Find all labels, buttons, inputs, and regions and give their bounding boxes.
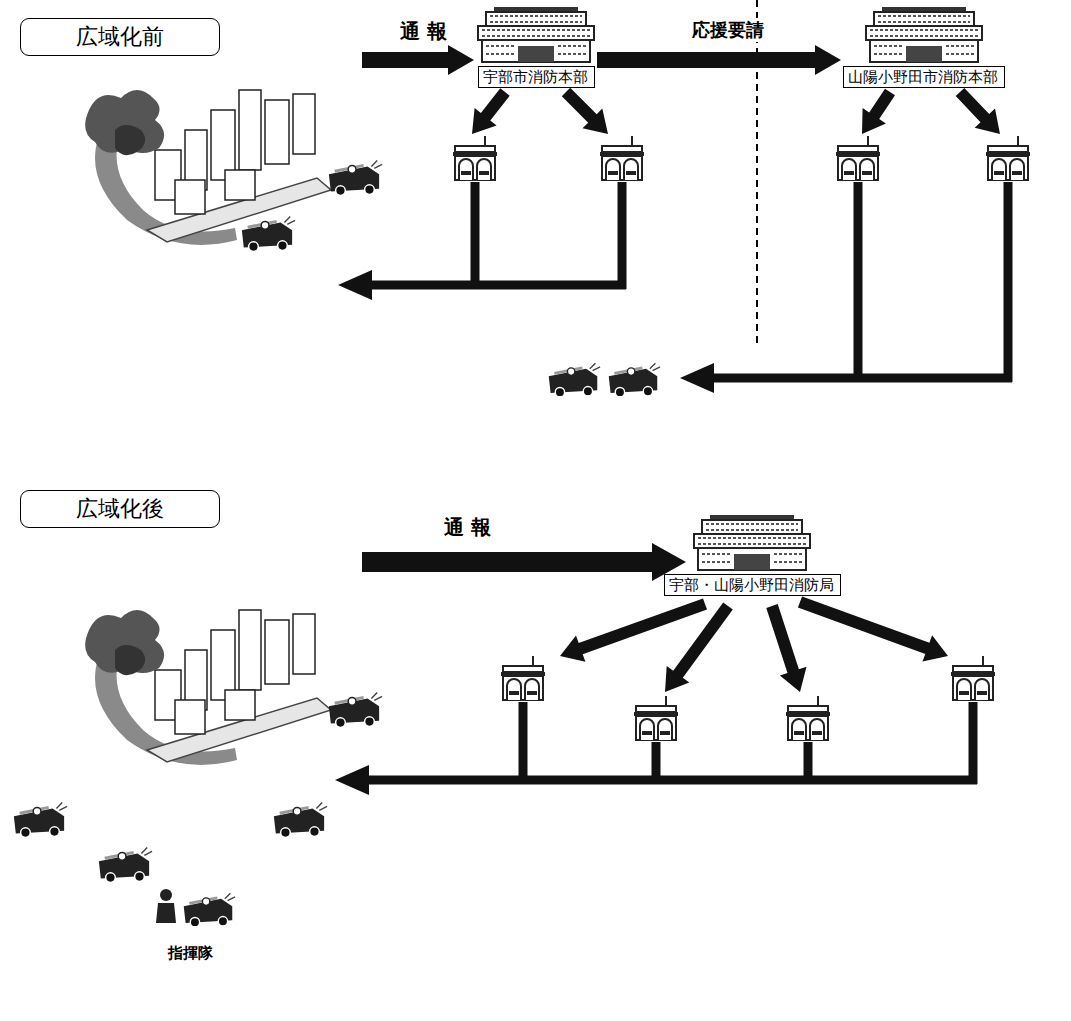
- response-arrow: [680, 363, 1012, 393]
- request-arrow: [597, 45, 841, 75]
- dispatch-arrow: [665, 603, 733, 693]
- dispatch-line: [854, 182, 863, 382]
- section-heading-box: 広域化前: [20, 18, 220, 56]
- station-icon: [786, 696, 830, 740]
- report-arrow: [362, 45, 474, 75]
- response-arrow: [335, 765, 977, 795]
- fire-truck: [609, 363, 660, 397]
- building-icon: [478, 7, 594, 62]
- fire-truck: [329, 693, 382, 728]
- building-icon: [866, 7, 982, 62]
- dispatch-line: [1004, 182, 1013, 382]
- dispatch-arrow: [766, 604, 806, 692]
- station-icon: [600, 136, 644, 180]
- organization-name: 宇部市消防本部: [478, 66, 595, 88]
- fire-truck: [274, 803, 327, 838]
- dispatch-arrow: [562, 88, 608, 134]
- commander-figure: [156, 903, 176, 923]
- station-icon: [986, 136, 1030, 180]
- dispatch-arrow: [798, 596, 948, 661]
- headquarters-label: 宇部・山陽小野田消防局: [664, 512, 841, 596]
- station-icon: [836, 136, 880, 180]
- commander-figure: [160, 889, 172, 901]
- section-heading: 広域化前: [76, 22, 164, 52]
- headquarters-label: 山陽小野田市消防本部: [843, 4, 1005, 88]
- station-icon: [634, 696, 678, 740]
- section-heading: 広域化後: [76, 494, 164, 524]
- boundary-line: [756, 0, 758, 345]
- fire-truck: [14, 803, 67, 838]
- unit-label: 指揮隊: [166, 944, 215, 963]
- dispatch-arrow: [560, 598, 707, 661]
- organization-name: 山陽小野田市消防本部: [843, 66, 1005, 88]
- headquarters-label: 宇部市消防本部: [478, 4, 595, 88]
- fire-truck: [549, 363, 600, 397]
- section-heading-box: 広域化後: [20, 490, 220, 528]
- report-arrow: [362, 543, 686, 581]
- response-arrow: [338, 270, 626, 300]
- dispatch-line: [471, 182, 480, 289]
- report-label: 通 報: [442, 514, 493, 541]
- dispatch-arrow: [472, 88, 510, 134]
- organization-name: 宇部・山陽小野田消防局: [664, 574, 841, 596]
- station-icon: [501, 656, 545, 700]
- station-icon: [951, 656, 995, 700]
- station-icon: [453, 136, 497, 180]
- dispatch-line: [618, 182, 627, 289]
- fire-truck: [329, 161, 382, 196]
- command-vehicle: [184, 893, 235, 927]
- fire-scene: [85, 610, 331, 765]
- building-icon: [694, 515, 810, 570]
- fire-truck: [242, 217, 295, 252]
- dispatch-line: [519, 702, 528, 784]
- edge-label: 応援要請: [690, 18, 766, 42]
- dispatch-line: [969, 702, 978, 784]
- report-label: 通 報: [398, 18, 449, 45]
- fire-truck: [99, 848, 152, 883]
- dispatch-arrow: [862, 89, 895, 134]
- dispatch-arrow: [956, 88, 1000, 134]
